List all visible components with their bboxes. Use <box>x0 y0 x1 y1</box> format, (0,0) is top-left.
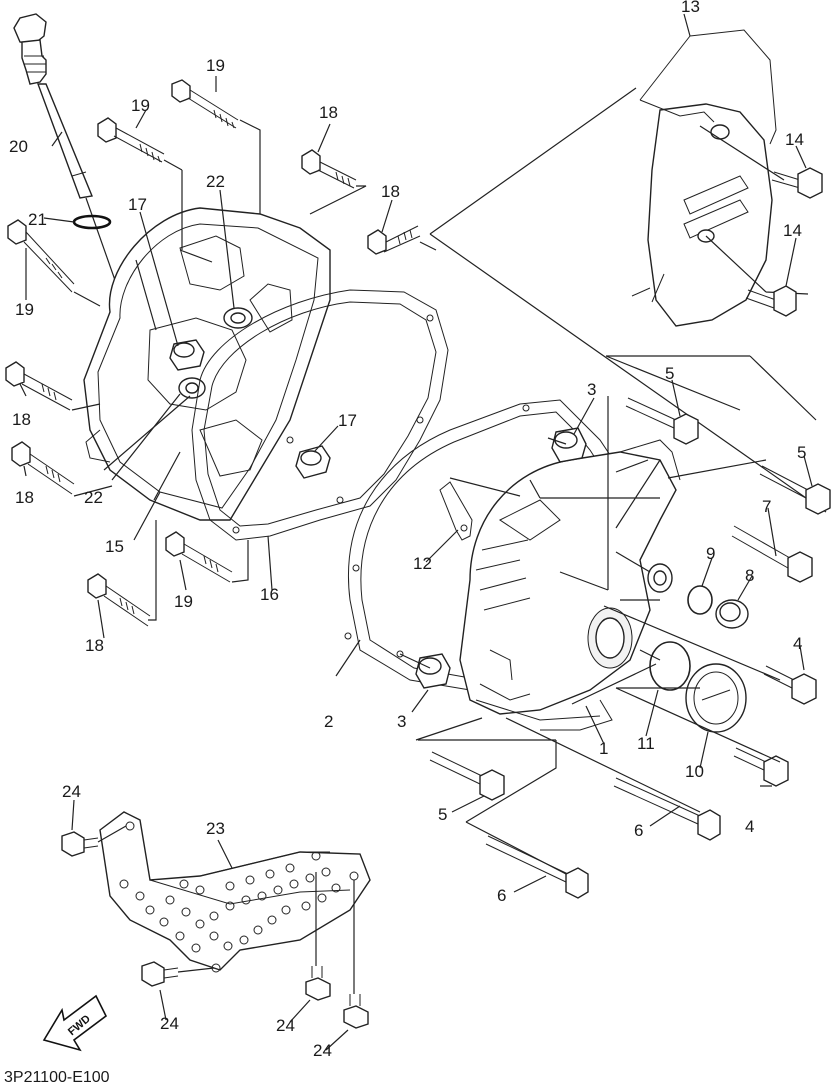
bolt-5-top <box>625 397 699 445</box>
callout-3-lower: 3 <box>397 712 407 731</box>
bolt-14-upper <box>771 167 823 199</box>
callout-20: 20 <box>9 137 28 156</box>
right-dowel-pin-left-group <box>295 445 331 479</box>
bolt-5-bottom <box>429 751 505 801</box>
callout-22-upper: 22 <box>206 172 225 191</box>
callout-6-lower: 6 <box>497 886 507 905</box>
bolt-18-lower-left <box>11 441 75 495</box>
callout-22-lower: 22 <box>84 488 103 507</box>
bolt-19-bottom <box>165 531 233 583</box>
callout-24-right: 24 <box>313 1041 332 1060</box>
left-dowel-pin <box>169 339 205 371</box>
bolt-19-left <box>7 219 75 293</box>
callout-10: 10 <box>685 762 704 781</box>
callout-24-lower-left: 24 <box>160 1014 179 1033</box>
callout-19-upper-left: 19 <box>131 96 150 115</box>
callout-5-right: 5 <box>797 443 807 462</box>
right-crankcase-cover-part <box>459 439 681 731</box>
bolt-18-top <box>301 149 357 189</box>
callout-2: 2 <box>324 712 334 731</box>
bolt-4-bottom <box>733 747 789 787</box>
left-cover-gasket-part <box>191 289 449 541</box>
callout-23: 23 <box>206 819 225 838</box>
dowel-pin-upper <box>551 427 587 463</box>
callout-24-middle: 24 <box>276 1016 295 1035</box>
bolt-24-lower-left <box>141 961 179 987</box>
callout-4-bottom: 4 <box>745 817 755 836</box>
forward-direction-arrow <box>42 994 108 1052</box>
callout-12: 12 <box>413 554 432 573</box>
o-ring-11-part <box>649 641 691 691</box>
callout-13: 13 <box>681 0 700 16</box>
callout-16: 16 <box>260 585 279 604</box>
dowel-pin-lower <box>415 653 451 689</box>
callout-3-upper: 3 <box>587 380 597 399</box>
callout-19-left: 19 <box>15 300 34 319</box>
bolt-18-mid-left <box>5 361 73 411</box>
callout-15: 15 <box>105 537 124 556</box>
callout-1: 1 <box>599 739 609 758</box>
callout-4-right: 4 <box>793 634 803 653</box>
bolt-6-upper <box>613 777 721 841</box>
bolt-7 <box>731 525 813 583</box>
callout-14-upper: 14 <box>785 130 804 149</box>
bolt-24-middle <box>305 966 331 1001</box>
plug-8-part <box>715 599 749 629</box>
callout-17-right: 17 <box>338 411 357 430</box>
callout-14-lower: 14 <box>783 221 802 240</box>
filler-ring <box>647 563 673 593</box>
bolt-6-lower <box>485 835 589 899</box>
cable-clip-part <box>439 481 473 541</box>
callout-21: 21 <box>28 210 47 229</box>
bolt-19-top <box>171 79 239 129</box>
bolt-18-bottom <box>87 573 151 627</box>
o-ring-9-part <box>687 585 713 615</box>
callout-5-bottom: 5 <box>438 805 448 824</box>
bolt-24-upper-left <box>61 831 99 857</box>
callout-5-top: 5 <box>665 364 675 383</box>
callout-24-upper-left: 24 <box>62 782 81 801</box>
callout-19-bottom: 19 <box>174 592 193 611</box>
callout-18-right: 18 <box>381 182 400 201</box>
figure-reference-code: 3P21100-E100 <box>4 1069 110 1086</box>
cap-10-part <box>685 663 747 733</box>
bolt-18-right <box>367 225 421 255</box>
bolt-4-right <box>763 665 817 705</box>
bolt-14-lower <box>745 285 797 317</box>
callout-18-lower-left: 18 <box>15 488 34 507</box>
callout-7: 7 <box>762 497 772 516</box>
bolt-24-right <box>343 994 369 1029</box>
lower-oil-seal <box>178 377 206 399</box>
callout-6-upper: 6 <box>634 821 644 840</box>
callout-9: 9 <box>706 544 716 563</box>
bolt-19-upper-left <box>97 117 165 163</box>
callout-8: 8 <box>745 566 755 585</box>
bolt-5-right <box>759 465 831 515</box>
callout-18-mid-left: 18 <box>12 410 31 429</box>
callout-17-left: 17 <box>128 195 147 214</box>
skid-plate-part <box>99 811 371 973</box>
callout-18-bottom: 18 <box>85 636 104 655</box>
callout-18-top: 18 <box>319 103 338 122</box>
oil-dipstick-part <box>13 13 123 301</box>
callout-19-top: 19 <box>206 56 225 75</box>
callout-11: 11 <box>637 734 655 753</box>
o-ring-part <box>72 214 112 230</box>
upper-oil-seal <box>223 307 253 329</box>
